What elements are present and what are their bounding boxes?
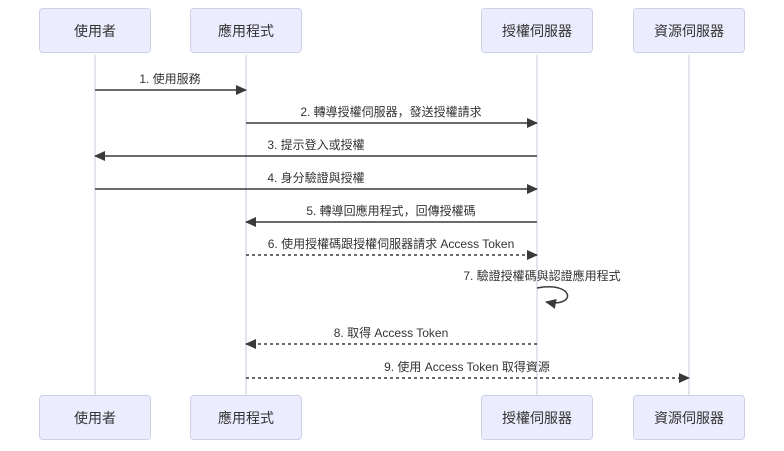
actor-top-app: 應用程式	[190, 8, 302, 53]
actor-bottom-app: 應用程式	[190, 395, 302, 440]
actor-top-user: 使用者	[39, 8, 151, 53]
actor-bottom-res-server: 資源伺服器	[633, 395, 745, 440]
actor-label: 使用者	[74, 22, 116, 39]
actor-top-auth-server: 授權伺服器	[481, 8, 593, 53]
actor-label: 授權伺服器	[502, 409, 572, 426]
message-label-4: 4. 身分驗證與授權	[267, 171, 365, 185]
message-label-9: 9. 使用 Access Token 取得資源	[384, 360, 550, 374]
actor-label: 授權伺服器	[502, 22, 572, 39]
actor-bottom-user: 使用者	[39, 395, 151, 440]
message-label-7: 7. 驗證授權碼與認證應用程式	[463, 269, 621, 283]
message-label-5: 5. 轉導回應用程式，回傳授權碼	[306, 204, 476, 218]
actor-label: 資源伺服器	[654, 409, 724, 426]
message-label-8: 8. 取得 Access Token	[333, 326, 449, 340]
message-label-2: 2. 轉導授權伺服器，發送授權請求	[300, 105, 482, 119]
actor-top-res-server: 資源伺服器	[633, 8, 745, 53]
actor-bottom-auth-server: 授權伺服器	[481, 395, 593, 440]
actor-label: 應用程式	[218, 22, 274, 39]
message-arrow-7-self-loop	[536, 286, 569, 309]
message-label-6: 6. 使用授權碼跟授權伺服器請求 Access Token	[267, 237, 515, 251]
actor-label: 應用程式	[218, 409, 274, 426]
actor-label: 使用者	[74, 409, 116, 426]
message-label-1: 1. 使用服務	[139, 72, 201, 86]
actor-label: 資源伺服器	[654, 22, 724, 39]
message-label-3: 3. 提示登入或授權	[267, 138, 365, 152]
